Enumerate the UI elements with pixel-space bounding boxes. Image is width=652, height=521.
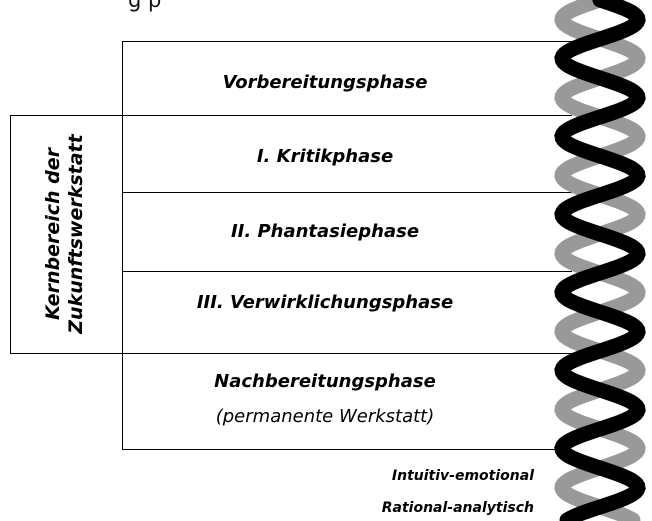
phase-divider-2 (122, 192, 572, 193)
core-bracket-top (10, 115, 122, 116)
phase-divider-bottom (122, 449, 572, 450)
intuitive-strand (554, 0, 646, 521)
core-bracket-left (10, 115, 11, 353)
phase-divider-top (122, 41, 572, 42)
phase-critique: I. Kritikphase (256, 146, 394, 167)
phase-divider-1 (122, 115, 572, 116)
phase-table-left-border (122, 41, 573, 449)
core-bracket-bottom (10, 353, 122, 354)
legend-intuitive: Intuitiv-emotional (391, 468, 534, 484)
rational-strand-path (554, 0, 646, 521)
phase-realization: III. Verwirklichungsphase (196, 292, 454, 313)
cropped-heading-fragment: g p (128, 0, 162, 12)
rational-strand (554, 0, 646, 521)
legend-rational: Rational-analytisch (381, 500, 534, 516)
phase-fantasy: II. Phantasiephase (230, 221, 420, 242)
phase-divider-3 (122, 271, 572, 272)
intuitive-strand-path (554, 0, 646, 521)
phase-divider-4 (122, 353, 572, 354)
phase-follow-up-subtitle: (permanente Werkstatt) (215, 406, 435, 427)
phase-follow-up: Nachbereitungsphase (214, 371, 436, 392)
phase-preparation: Vorbereitungsphase (222, 72, 428, 93)
